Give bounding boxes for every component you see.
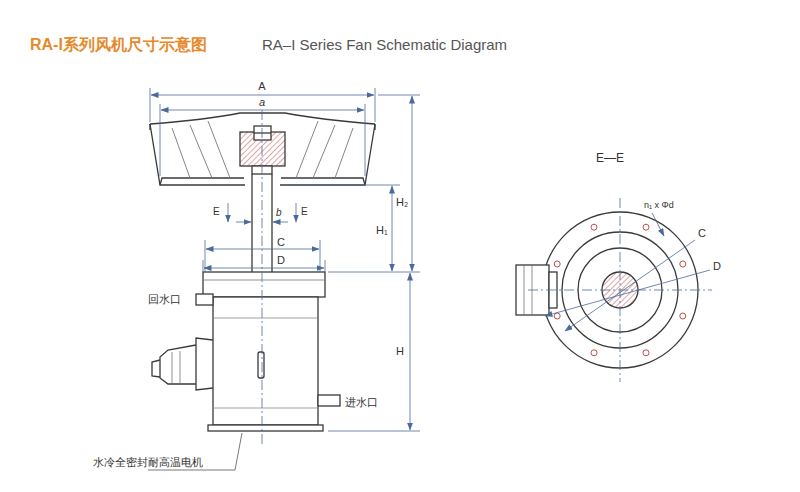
section-mark: E [301, 206, 308, 217]
dimension-lines-part [236, 222, 251, 223]
dimension-lines-part [410, 273, 411, 430]
bolt-holes-part [554, 313, 560, 319]
dimension-lines-part [287, 95, 420, 431]
dimension-lines-part [392, 186, 393, 271]
dimension-lines-part [161, 110, 364, 111]
dimension-lines-part [160, 104, 365, 176]
motor-part [203, 280, 325, 281]
section-title: E—E [596, 152, 624, 165]
section-mark: E [213, 206, 220, 217]
dimension-lines-part [150, 88, 375, 122]
dimension-lines-part [296, 203, 297, 222]
bolt-holes-part [591, 224, 597, 230]
dimension-lines-part [151, 95, 374, 96]
subtitle: RA–I Series Fan Schematic Diagram [262, 37, 507, 54]
dimension-label: C [277, 236, 285, 248]
motor-part [196, 294, 213, 305]
port-label: 回水口 [148, 293, 181, 305]
motor-part [213, 297, 318, 425]
impeller [150, 113, 375, 185]
dimension-label: b [276, 207, 282, 218]
section-lines-part [565, 240, 695, 331]
motor-part [196, 338, 213, 390]
dimension-label: D [713, 260, 721, 272]
bolt-holes-part [680, 313, 686, 319]
section-lines [528, 198, 712, 382]
bolt-holes-part [643, 350, 649, 356]
bolt-holes-part [591, 350, 597, 356]
motor-part [213, 318, 318, 408]
dimension-lines-part [205, 240, 320, 272]
motor-part [258, 352, 264, 378]
impeller-part [172, 121, 353, 178]
impeller-part [254, 126, 271, 140]
section-lines-part [652, 213, 664, 236]
dimension-lines-part [273, 222, 288, 223]
port-label: 进水口 [345, 396, 378, 408]
dimension-label: H₂ [396, 196, 408, 208]
impeller-part [150, 113, 375, 124]
dimension-lines-part [203, 260, 325, 272]
dimension-lines-part [204, 268, 324, 269]
section-lines-part [545, 270, 710, 316]
motor-part [208, 425, 323, 431]
dimension-lines [148, 88, 420, 470]
dimension-label: H₁ [376, 224, 388, 236]
impeller-part [150, 124, 245, 185]
dimension-label: H [396, 345, 404, 357]
dimension-label: A [258, 80, 265, 92]
motor-part [172, 351, 180, 384]
dimension-lines-part [228, 203, 229, 222]
dimension-label: D [277, 254, 285, 266]
center-line [262, 110, 263, 445]
section-lines-part [528, 198, 712, 382]
bolt-holes-part [680, 261, 686, 267]
dimension-label: C [698, 227, 706, 239]
motor-part [160, 345, 196, 384]
hole-label: n₁ x Φd [644, 201, 674, 211]
motor-part [152, 360, 160, 377]
impeller-part [280, 124, 375, 185]
dimension-lines-part [206, 249, 319, 250]
title: RA-I系列风机尺寸示意图 [30, 36, 207, 54]
impeller-part [254, 132, 271, 133]
dimension-label: a [259, 96, 265, 108]
motor-label: 水冷全密封耐高温电机 [93, 456, 203, 468]
bolt-holes-part [554, 261, 560, 267]
bolt-holes-part [643, 224, 649, 230]
dimension-lines-part [412, 96, 413, 271]
motor-part [318, 395, 340, 406]
impeller-part [160, 178, 365, 185]
motor-part [203, 272, 325, 297]
